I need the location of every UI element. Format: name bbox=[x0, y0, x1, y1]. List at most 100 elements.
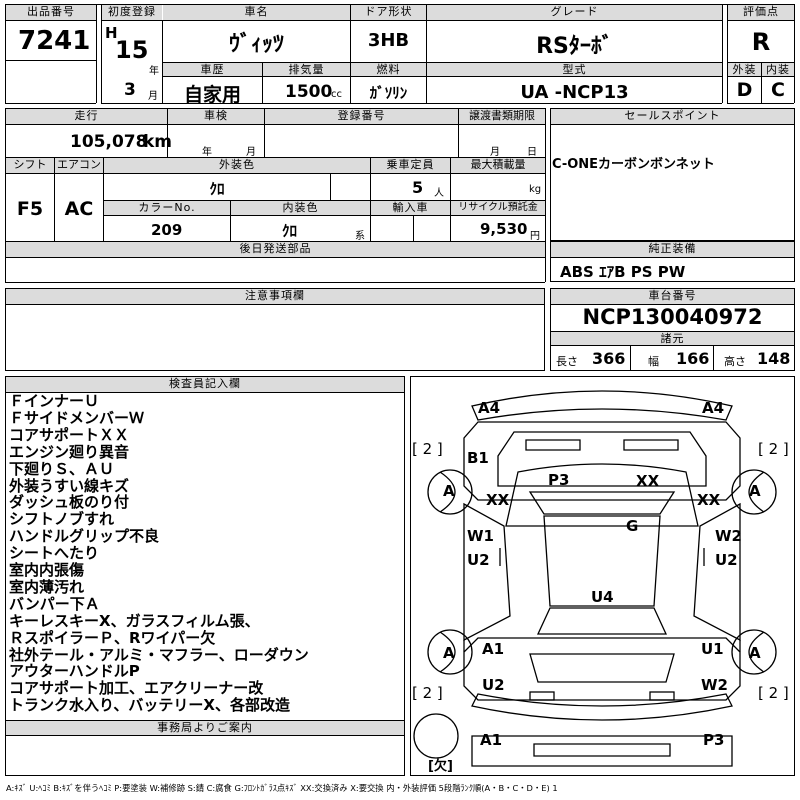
tire-tl: [ 2 ] bbox=[412, 440, 443, 458]
tire-tr: [ 2 ] bbox=[758, 440, 789, 458]
note-line: アウターハンドルP bbox=[9, 662, 140, 681]
width-value: 166 bbox=[676, 349, 710, 368]
notes-title: 検査員記入欄 bbox=[6, 377, 404, 392]
shift-label: シフト bbox=[6, 158, 54, 173]
score: R bbox=[751, 28, 771, 56]
note-line: ハンドルグリップ不良 bbox=[9, 527, 160, 546]
recycle-fee: 9,530 bbox=[480, 220, 528, 238]
load-unit: kg bbox=[529, 184, 542, 195]
note-line: シフトノブすれ bbox=[9, 510, 115, 529]
genuine-equipment: ABS ｴｱB PS PW bbox=[560, 263, 686, 281]
int-color-label: 内装色 bbox=[231, 201, 370, 215]
reg-no-label: 登録番号 bbox=[265, 109, 458, 124]
fuel: ｶﾞｿﾘﾝ bbox=[369, 84, 408, 102]
note-line: 室内薄汚れ bbox=[9, 577, 85, 596]
model-label: 型式 bbox=[427, 63, 722, 76]
dims-label: 諸元 bbox=[551, 332, 794, 345]
label-u2-left: U2 bbox=[467, 551, 490, 569]
car-history: 自家用 bbox=[183, 84, 241, 106]
inspection-label: 車検 bbox=[168, 109, 264, 124]
load-label: 最大積載量 bbox=[451, 158, 545, 173]
displacement-unit: cc bbox=[331, 89, 342, 100]
label-xx-right: XX bbox=[697, 491, 721, 509]
genuine-label: 純正装備 bbox=[551, 242, 794, 257]
height-value: 148 bbox=[757, 349, 791, 368]
height-label: 高さ bbox=[724, 355, 746, 368]
label-xx-center: XX bbox=[636, 472, 660, 490]
mileage: 105,078 bbox=[70, 132, 148, 152]
lot-number-label: 出品番号 bbox=[6, 5, 96, 20]
caution-label: 注意事項欄 bbox=[6, 289, 544, 304]
label-wheel-rr: A bbox=[749, 644, 761, 662]
note-line: 室内内張傷 bbox=[9, 561, 85, 579]
note-line: 社外テール・アルミ・マフラー、ローダウン bbox=[9, 645, 309, 664]
score-label: 評価点 bbox=[728, 5, 794, 20]
note-line: コアサポート加工、エアクリーナー改 bbox=[9, 679, 264, 698]
legend-footer: A:ｷｽﾞ U:ﾍｺﾐ B:ｷｽﾞを伴うﾍｺﾐ P:要塗装 W:補修跡 S:錆 … bbox=[6, 783, 558, 793]
note-line: キーレスキーX、ガラスフィルム張、 bbox=[9, 611, 260, 630]
grade-label: グレード bbox=[427, 5, 722, 20]
length-label: 長さ bbox=[556, 355, 578, 368]
lot-number: 7241 bbox=[18, 26, 91, 56]
label-wheel-fr: A bbox=[749, 482, 761, 500]
model: UA -NCP13 bbox=[520, 82, 629, 103]
car-outline bbox=[413, 390, 777, 767]
history-label: 車歴 bbox=[163, 63, 262, 76]
car-name-label: 車名 bbox=[163, 5, 350, 20]
exterior-grade: D bbox=[736, 79, 753, 101]
damage-diagram bbox=[410, 376, 795, 776]
exterior-color: ｸﾛ bbox=[209, 180, 225, 198]
label-wheel-rl: A bbox=[443, 644, 455, 662]
year-unit: 年 bbox=[149, 66, 159, 77]
label-a4-left: A4 bbox=[478, 399, 501, 417]
transfer-label: 譲渡書類期限 bbox=[459, 109, 545, 124]
ac-label: エアコン bbox=[55, 158, 103, 173]
label-w2-rear: W2 bbox=[701, 676, 728, 694]
capacity-value: 5 bbox=[412, 178, 424, 197]
note-line: コアサポートＸＸ bbox=[9, 425, 130, 444]
era: H bbox=[105, 24, 118, 42]
label-p3: P3 bbox=[548, 471, 570, 489]
recycle-unit: 円 bbox=[530, 231, 540, 242]
note-line: エンジン廻り異音 bbox=[9, 442, 130, 461]
fuel-label: 燃料 bbox=[351, 63, 426, 76]
door-type: 3HB bbox=[367, 30, 410, 51]
color-no: 209 bbox=[151, 221, 183, 239]
parts-label: 後日発送部品 bbox=[6, 242, 545, 257]
label-xx-left: XX bbox=[486, 491, 510, 509]
chassis-number: NCP130040972 bbox=[582, 305, 763, 329]
label-wheel-fl: A bbox=[443, 482, 455, 500]
tire-br: [ 2 ] bbox=[758, 684, 789, 702]
note-line: ＦインナーＵ bbox=[9, 392, 100, 410]
grade: RSﾀｰﾎﾞ bbox=[536, 34, 613, 59]
office-title: 事務局よりご案内 bbox=[6, 721, 404, 735]
interior-grade: C bbox=[771, 79, 785, 101]
exterior-label: 外装 bbox=[728, 63, 761, 76]
tire-bl: [ 2 ] bbox=[412, 684, 443, 702]
displacement: 1500 bbox=[285, 82, 333, 102]
inspection-month-unit: 月 bbox=[246, 147, 256, 158]
label-g: G bbox=[626, 517, 639, 535]
label-u2-right: U2 bbox=[715, 551, 738, 569]
label-a4-right: A4 bbox=[702, 399, 725, 417]
shift-value: F5 bbox=[16, 198, 44, 220]
door-label: ドア形状 bbox=[351, 5, 426, 20]
length-value: 366 bbox=[592, 349, 626, 368]
interior-color: ｸﾛ bbox=[282, 222, 298, 240]
label-u4: U4 bbox=[591, 588, 614, 606]
label-b1: B1 bbox=[467, 449, 489, 467]
reg-year: 15 bbox=[115, 36, 149, 64]
note-line: シートへたり bbox=[9, 544, 100, 563]
label-p3-bottom: P3 bbox=[703, 731, 725, 749]
ac-value: AC bbox=[64, 198, 94, 220]
label-u2-rear: U2 bbox=[482, 676, 505, 694]
import-label: 輸入車 bbox=[371, 201, 450, 215]
note-line: バンパー下Ａ bbox=[9, 594, 100, 613]
label-a1-left: A1 bbox=[482, 640, 505, 658]
first-reg-label: 初度登録 bbox=[102, 5, 162, 20]
interior-label: 内装 bbox=[762, 63, 794, 76]
inspector-notes bbox=[5, 376, 405, 776]
spare-missing-label: [欠] bbox=[428, 759, 453, 774]
transfer-month-unit: 月 bbox=[490, 147, 500, 158]
color-label: 外装色 bbox=[104, 158, 370, 173]
